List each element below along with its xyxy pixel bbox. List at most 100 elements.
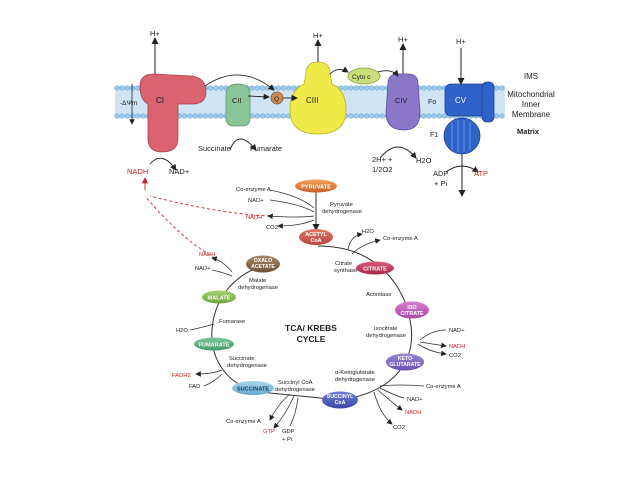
q-label: Q — [274, 96, 279, 103]
phospholipid-head — [421, 85, 427, 91]
iso-nad-in — [419, 329, 447, 341]
node-isocitrate: ISO CITRATE — [395, 301, 429, 319]
cof-co2-iso: CO2 — [449, 353, 461, 359]
pdh-nad-in — [269, 199, 315, 213]
enzyme-mdh-1: Malate — [249, 278, 266, 284]
phospholipid-head — [353, 85, 359, 91]
pi-label: + Pi — [434, 179, 447, 188]
membrane-label-3: Membrane — [512, 110, 551, 119]
phospholipid-head — [379, 113, 385, 119]
phospholipid-head — [436, 85, 442, 91]
cof-h2o-cit: H2O — [362, 229, 374, 235]
membrane-label-2: Inner — [522, 100, 541, 109]
phospholipid-head — [426, 113, 432, 119]
cof-fadh2: FADH2 — [172, 373, 191, 379]
phospholipid-head — [260, 113, 266, 119]
svg-text:ACETATE: ACETATE — [251, 264, 275, 270]
phospholipid-head — [182, 113, 188, 119]
iso-nadh-out — [419, 341, 447, 349]
cof-nadh-pyr: NADH — [246, 215, 262, 221]
pdh-coa-in — [269, 189, 315, 209]
enzyme-cs-2: synthase — [334, 268, 357, 274]
enzyme-sdh-1: Succinate — [229, 356, 254, 362]
mal-nad-in — [211, 269, 233, 277]
phospholipid-head — [431, 85, 437, 91]
svg-text:FUMARATE: FUMARATE — [199, 343, 230, 349]
complex-i-label: CI — [156, 96, 164, 105]
complex-ii-shape — [225, 83, 251, 127]
enzyme-akg-1: α-Ketoglutarate — [335, 370, 375, 376]
node-malate: MALATE — [202, 290, 236, 304]
civ-proton-label: H+ — [398, 35, 408, 44]
phospholipid-head — [270, 113, 276, 119]
two-h-label: 2H+ + — [372, 155, 393, 164]
etc-fumarate-label: Fumarate — [250, 144, 282, 153]
phospholipid-head — [426, 85, 432, 91]
matrix-label: Matrix — [517, 127, 540, 136]
keto-nad-in — [379, 387, 405, 399]
delta-psi-label: -ΔΨm — [120, 100, 137, 107]
enzyme-akg-2: dehydrogenase — [335, 377, 375, 383]
phospholipid-head — [280, 113, 286, 119]
keto-coa-in — [379, 384, 425, 387]
water-label: H2O — [416, 156, 432, 165]
cof-pi-succ: + Pi — [282, 437, 292, 443]
cof-nad-keto: NAD+ — [407, 397, 423, 403]
node-ketoglutarate: KETO GLUTARATE — [386, 353, 424, 371]
node-fumarate: FUMARATE — [194, 337, 234, 351]
cit-h2o-arrow — [347, 232, 363, 251]
phospholipid-head — [119, 85, 125, 91]
complex-i-shape — [139, 73, 207, 153]
cof-h2o-fum: H2O — [176, 328, 188, 334]
phospholipid-head — [130, 85, 136, 91]
cof-nadh-keto: NADH — [405, 410, 421, 416]
phospholipid-head — [140, 113, 146, 119]
phospholipid-head — [374, 85, 380, 91]
svg-text:OXALO: OXALO — [254, 258, 272, 264]
phospholipid-head — [442, 113, 448, 119]
phospholipid-head — [343, 85, 349, 91]
phospholipid-head — [114, 113, 120, 119]
svg-text:ACETYL: ACETYL — [305, 232, 327, 238]
svg-text:SUCCINYL: SUCCINYL — [327, 394, 354, 400]
phospholipid-head — [249, 85, 255, 91]
iso-co2-out — [417, 343, 447, 357]
node-oxaloacetate: OXALO ACETATE — [246, 255, 280, 273]
phospholipid-head — [364, 113, 370, 119]
adp-to-atp-arrow — [445, 165, 479, 173]
succinate-to-fumarate-arrow — [229, 138, 257, 151]
complex-v-label: CV — [455, 96, 467, 105]
enzyme-mdh-2: dehydrogenase — [238, 285, 278, 291]
phospholipid-head — [249, 113, 255, 119]
cof-nadh-mal: NADH — [199, 252, 215, 258]
cof-co2-pyr: CO2 — [266, 225, 278, 231]
phospholipid-head — [275, 113, 281, 119]
node-succinyl-coa: SUCCINYL CoA — [322, 391, 358, 409]
phospholipid-head — [213, 113, 219, 119]
phospholipid-head — [119, 113, 125, 119]
phospholipid-head — [130, 113, 136, 119]
complex-v-f1-stripes — [451, 120, 471, 152]
svg-text:ISO: ISO — [407, 305, 416, 311]
cytoc-to-civ-arrow — [377, 69, 399, 77]
phospholipid-head — [286, 85, 292, 91]
phospholipid-head — [353, 113, 359, 119]
pdh-co2-out — [277, 219, 315, 229]
phospholipid-head — [499, 113, 505, 119]
phospholipid-head — [374, 113, 380, 119]
cof-coa-pyr: Co-enzyme A — [236, 187, 271, 193]
ci-proton-label: H+ — [150, 29, 160, 38]
cof-nadh-iso: NADH — [449, 344, 465, 350]
o2-to-water-arrow — [379, 146, 417, 159]
phospholipid-head — [218, 113, 224, 119]
keto-co2-out — [373, 391, 393, 425]
complex-iii-shape — [289, 61, 347, 135]
cof-coa-cit: Co-enzyme A — [383, 236, 418, 242]
enzyme-pdh-1: Pyruvate — [330, 202, 353, 208]
node-succinate: SUCCINATE — [232, 381, 274, 395]
enzyme-scs-1: Succinyl CoA — [278, 380, 313, 386]
svg-text:CITRATE: CITRATE — [363, 267, 387, 273]
cof-gdp: GDP — [282, 429, 295, 435]
cof-coa-succ: Co-enzyme A — [226, 419, 261, 425]
